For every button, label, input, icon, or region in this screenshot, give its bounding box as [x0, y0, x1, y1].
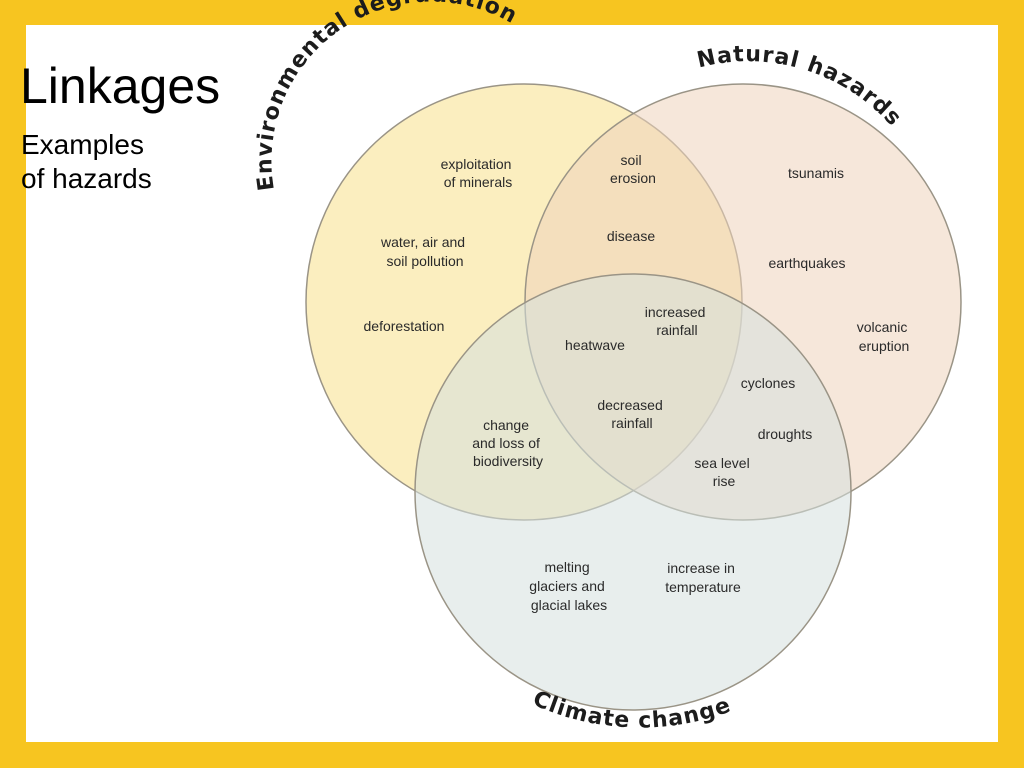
- item-earthquakes: earthquakes: [768, 255, 845, 271]
- item-increased-rainfall: increased rainfall: [645, 304, 710, 338]
- venn-items: exploitation of minerals water, air and …: [364, 152, 911, 613]
- venn-circles: [305, 83, 962, 711]
- item-deforestation: deforestation: [364, 318, 445, 334]
- item-water-air-soil-pollution: water, air and soil pollution: [380, 234, 469, 269]
- circle-climate-change: [414, 273, 852, 711]
- item-change-loss-biodiversity: change and loss of biodiversity: [472, 417, 544, 469]
- item-disease: disease: [607, 228, 655, 244]
- item-exploitation-of-minerals: exploitation of minerals: [441, 156, 516, 190]
- slide-subtitle: Examples of hazards: [21, 128, 152, 196]
- item-soil-erosion: soil erosion: [610, 152, 656, 186]
- item-sea-level-rise: sea level rise: [694, 455, 753, 489]
- slide-title: Linkages: [20, 58, 221, 114]
- item-droughts: droughts: [758, 426, 812, 442]
- subtitle-line: of hazards: [21, 163, 152, 194]
- item-melting-glaciers: melting glaciers and glacial lakes: [529, 559, 608, 613]
- item-volcanic-eruption: volcanic eruption: [857, 319, 911, 354]
- item-cyclones: cyclones: [741, 375, 795, 391]
- item-decreased-rainfall: decreased rainfall: [597, 397, 666, 431]
- subtitle-line: Examples: [21, 129, 144, 160]
- item-heatwave: heatwave: [565, 337, 625, 353]
- item-tsunamis: tsunamis: [788, 165, 844, 181]
- item-increase-in-temperature: increase in temperature: [665, 560, 741, 595]
